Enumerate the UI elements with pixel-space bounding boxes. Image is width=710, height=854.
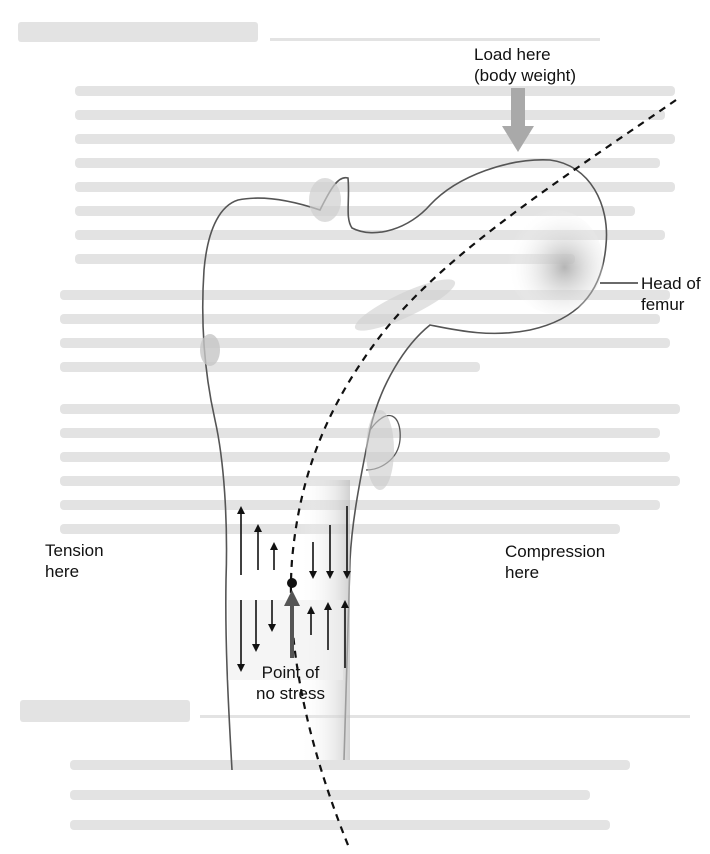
tension-label: Tension here: [45, 540, 104, 582]
compression-label-line1: Compression: [505, 541, 605, 562]
neutral-label-line2: no stress: [256, 683, 325, 704]
tension-arrows-up: [241, 508, 274, 575]
load-arrow: [502, 88, 534, 152]
head-label-line2: femur: [641, 294, 701, 315]
tension-label-line1: Tension: [45, 540, 104, 561]
compression-label-line2: here: [505, 562, 605, 583]
head-of-femur-label: Head of femur: [641, 273, 701, 315]
neutral-point-dot: [287, 578, 297, 588]
head-label-line1: Head of: [641, 273, 701, 294]
neutral-label-line1: Point of: [256, 662, 325, 683]
load-label: Load here (body weight): [474, 44, 576, 86]
load-label-line2: (body weight): [474, 65, 576, 86]
tension-label-line2: here: [45, 561, 104, 582]
load-label-line1: Load here: [474, 44, 576, 65]
neutral-point-label: Point of no stress: [256, 662, 325, 704]
compression-label: Compression here: [505, 541, 605, 583]
